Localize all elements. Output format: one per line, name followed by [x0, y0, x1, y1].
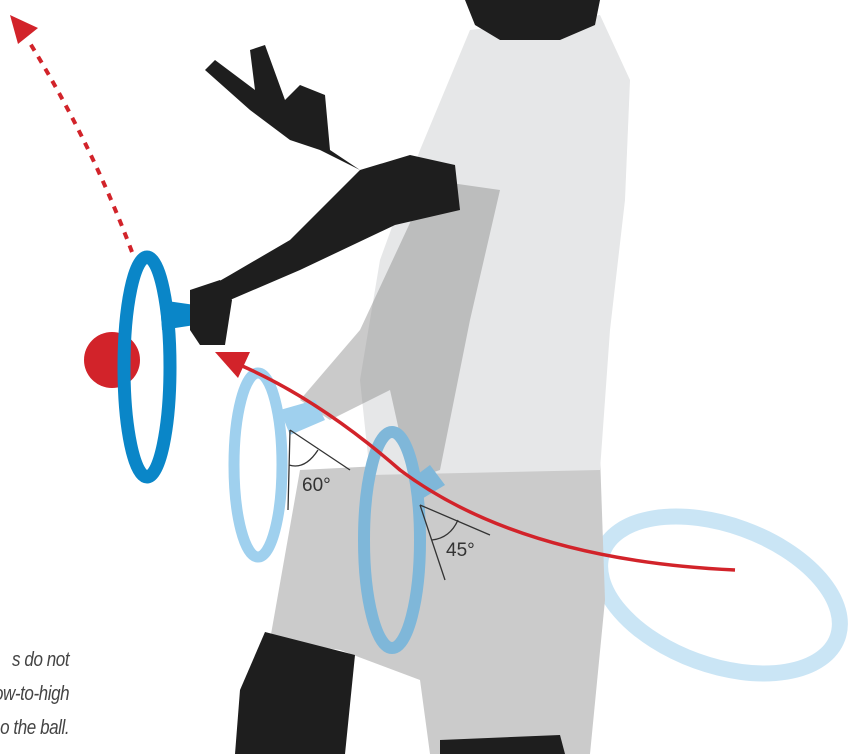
angle-label-60: 60° — [302, 475, 331, 496]
caption-line: s do not — [12, 649, 70, 671]
angle-marker-45 — [419, 504, 491, 581]
player-head — [465, 0, 600, 40]
player-racquet-hand — [190, 280, 232, 345]
caption-line: o the ball. — [0, 717, 70, 739]
racquet-ghost-2 — [358, 426, 445, 654]
swing-path-arrow — [215, 352, 736, 572]
player-right-leg — [440, 735, 565, 754]
player-free-hand — [205, 45, 360, 170]
follow-through-arrow — [10, 15, 134, 253]
tennis-ball — [84, 332, 140, 388]
player-shorts — [270, 455, 605, 754]
player-arm-ghost — [300, 180, 500, 480]
player-left-leg — [235, 632, 355, 754]
angle-marker-60 — [287, 429, 351, 511]
angle-label-45: 45° — [446, 540, 475, 561]
caption-text: s do not ow-to-high o the ball. — [0, 643, 70, 745]
player-shirt — [360, 15, 630, 475]
player-arm — [190, 155, 460, 345]
caption-line: ow-to-high — [0, 683, 70, 705]
